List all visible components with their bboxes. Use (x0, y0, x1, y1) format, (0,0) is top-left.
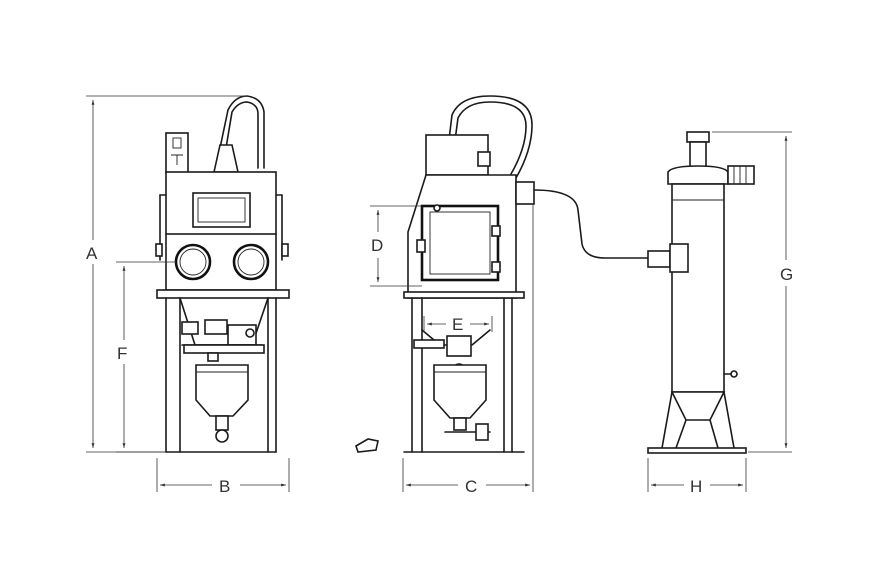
label-e: E (452, 315, 463, 334)
label-d: D (371, 236, 383, 255)
connector-hose (533, 189, 649, 259)
label-f: F (117, 344, 127, 363)
dimension-lines (86, 95, 792, 492)
side-view (355, 95, 535, 453)
label-h: H (690, 477, 702, 496)
label-b: B (219, 477, 230, 496)
front-view (155, 95, 290, 453)
label-c: C (465, 477, 477, 496)
label-g: G (780, 265, 793, 284)
collector-view (647, 131, 755, 454)
label-a: A (86, 244, 98, 263)
